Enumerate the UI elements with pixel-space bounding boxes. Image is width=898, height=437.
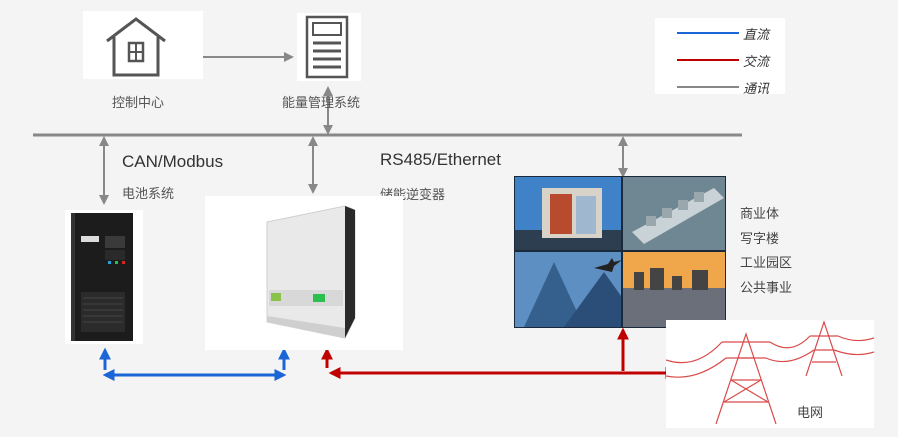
ems-card <box>297 13 361 81</box>
application-item: 工业园区 <box>740 255 793 270</box>
grid-card: 电网 <box>666 320 874 428</box>
power-tower-icon <box>666 320 874 425</box>
legend-swatch-comm <box>677 86 739 88</box>
battery-label: 电池系统 <box>122 186 175 201</box>
legend-swatch-ac <box>677 59 739 61</box>
battery-cabinet-card <box>65 210 143 344</box>
legend: 直流 交流 通讯 <box>655 18 785 96</box>
application-item: 写字楼 <box>740 230 780 246</box>
control-center-label: 控制中心 <box>112 95 165 110</box>
application-item: 商业体 <box>740 206 780 221</box>
application-item: 公共事业 <box>740 279 793 295</box>
legend-swatch-dc <box>677 32 739 34</box>
control-center-card <box>83 11 203 79</box>
ac-link <box>321 327 678 379</box>
building-photos <box>515 177 725 327</box>
application-list: 商业体 写字楼 工业园区 公共事业 <box>740 202 792 300</box>
legend-item-dc: 直流 <box>655 22 785 42</box>
inverter-card <box>205 196 403 350</box>
bus-label-left: CAN/Modbus <box>122 152 224 171</box>
server-cabinet-icon <box>305 15 349 79</box>
buildings-collage <box>514 176 726 328</box>
inverter-icon <box>266 205 356 339</box>
legend-label-comm: 通讯 <box>743 81 770 96</box>
ems-label: 能量管理系统 <box>282 95 361 110</box>
legend-label-ac: 交流 <box>743 54 770 69</box>
house-icon <box>106 17 166 77</box>
grid-label: 电网 <box>797 405 824 420</box>
battery-cabinet-icon <box>71 213 133 341</box>
dc-link <box>99 347 290 381</box>
legend-label-dc: 直流 <box>743 27 770 42</box>
bus-label-right: RS485/Ethernet <box>380 150 501 169</box>
legend-item-comm: 通讯 <box>655 76 785 96</box>
legend-item-ac: 交流 <box>655 49 785 69</box>
